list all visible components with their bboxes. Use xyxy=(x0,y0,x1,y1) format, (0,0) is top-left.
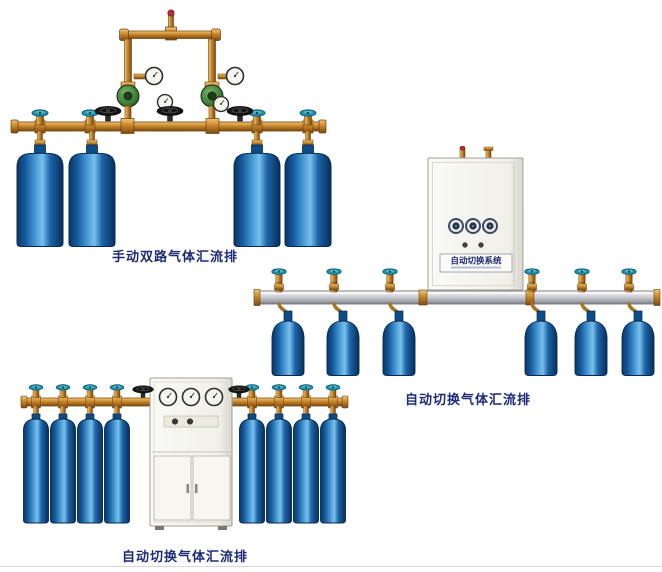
cabinet-door-outline xyxy=(432,162,519,286)
header-pipe xyxy=(119,28,221,41)
pressure-gauge xyxy=(158,387,178,407)
gas-cylinder xyxy=(23,413,49,524)
gas-cylinder xyxy=(382,310,416,376)
manifold-pipe-right xyxy=(231,395,349,409)
cylinder-valve-handwheel xyxy=(574,268,590,283)
cabinet-foot xyxy=(155,526,164,530)
indicator-light xyxy=(462,242,468,248)
gas-cylinder xyxy=(293,413,319,524)
cylinder-valve-handwheel xyxy=(271,268,287,283)
gas-cylinder xyxy=(50,413,76,524)
caption-auto-switch-manifold-1: 自动切换气体汇流排 xyxy=(405,393,532,408)
control-cabinet xyxy=(149,377,233,530)
cabinet-door-right xyxy=(192,455,231,521)
manual-dual-manifold-image xyxy=(10,9,332,247)
manifold-pipe-left xyxy=(20,395,151,409)
pressure-gauge xyxy=(212,95,230,113)
cylinder-valve-handwheel xyxy=(621,268,637,283)
cabinet-nameplate-subline xyxy=(451,266,501,269)
valve-knob xyxy=(459,146,466,151)
door-handle xyxy=(195,484,198,493)
manifold-rail xyxy=(253,289,661,306)
cylinder-valve-handwheel xyxy=(382,268,398,283)
shutoff-valve-handwheel xyxy=(226,105,254,122)
cylinder-valve-handwheel xyxy=(325,384,341,399)
gas-cylinder xyxy=(266,413,292,524)
pigtail-connectors xyxy=(277,302,640,317)
bottom-divider xyxy=(0,566,662,567)
gas-cylinder xyxy=(77,413,103,524)
cabinet-nameplate-text: 自动切换系统 xyxy=(450,256,502,267)
rail-valve-stations xyxy=(274,275,634,293)
caption-manual-dual-manifold: 手动双路气体汇流排 xyxy=(112,250,239,265)
gas-cylinder xyxy=(239,413,265,524)
pressure-gauge xyxy=(225,66,245,86)
indicator-light xyxy=(478,242,484,248)
cylinder-valve-handwheel xyxy=(524,268,540,283)
gas-cylinder xyxy=(16,144,64,247)
gas-cylinder xyxy=(621,310,655,376)
rail-end-fitting xyxy=(253,289,261,306)
door-handle xyxy=(186,484,189,493)
shutoff-valve-handwheel xyxy=(156,105,184,122)
gas-cylinder xyxy=(104,413,130,524)
main-manifold-pipe xyxy=(10,118,327,134)
pressure-gauge xyxy=(181,387,201,407)
gas-cylinder xyxy=(574,310,608,376)
cabinet-door-left xyxy=(153,455,192,521)
cylinder-valve-handwheel xyxy=(28,384,44,399)
pressure-gauge xyxy=(144,66,164,86)
cylinder-valve-handwheel xyxy=(82,384,98,399)
control-knob xyxy=(186,418,194,425)
gas-cylinder xyxy=(326,310,360,376)
pressure-gauge xyxy=(204,387,224,407)
pressure-gauge xyxy=(482,218,498,234)
gas-cylinder xyxy=(271,310,305,376)
cylinder-valve-handwheel xyxy=(298,384,314,399)
caption-auto-switch-manifold-2: 自动切换气体汇流排 xyxy=(122,550,249,565)
cylinder-valve-handwheel xyxy=(55,384,71,399)
gas-cylinder xyxy=(524,310,558,376)
pressure-gauge xyxy=(465,218,481,234)
auto-switch-manifold-image-1: 自动切换系统 xyxy=(253,146,661,376)
shutoff-valve-handwheel xyxy=(94,105,122,122)
pressure-regulator-left xyxy=(116,73,151,121)
cabinet-foot xyxy=(218,526,227,530)
rail-end-fitting xyxy=(653,289,661,306)
gas-cylinder xyxy=(68,144,116,247)
control-cabinet: 自动切换系统 xyxy=(427,146,524,291)
cylinder-valve-handwheel xyxy=(326,268,342,283)
cylinder-connections xyxy=(34,130,314,147)
auto-switch-manifold-image-2 xyxy=(20,377,349,530)
cylinder-valve-handwheel xyxy=(109,384,125,399)
cylinder-valve-handwheel xyxy=(271,384,287,399)
gas-cylinder xyxy=(320,413,346,524)
control-knob xyxy=(171,418,179,425)
pressure-gauge xyxy=(448,218,464,234)
valve-cap xyxy=(483,146,494,151)
rail-coupler xyxy=(418,289,428,306)
